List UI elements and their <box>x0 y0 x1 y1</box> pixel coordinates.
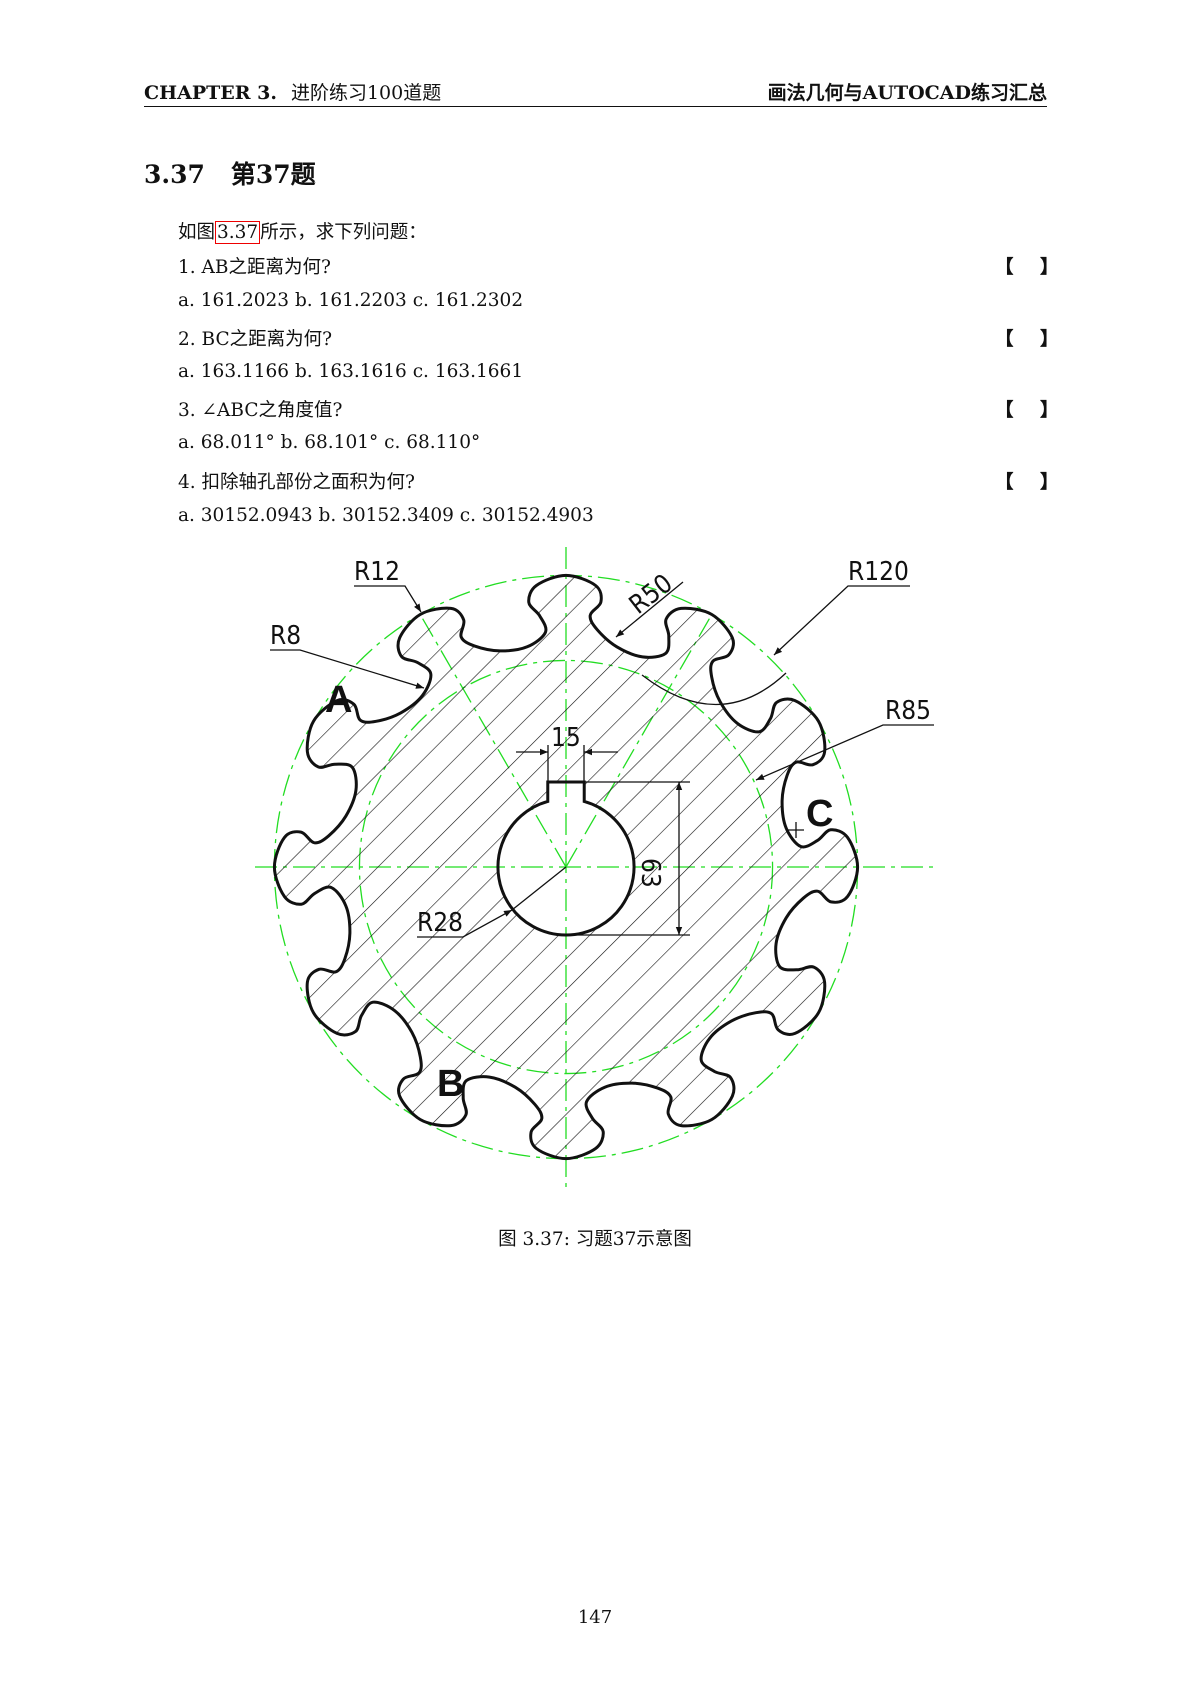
point-label-c: C <box>806 793 833 835</box>
label-r28: R28 <box>417 908 463 938</box>
options-3: a. 68.011° b. 68.101° c. 68.110° <box>178 432 481 453</box>
label-dim-15: 15 <box>551 723 581 753</box>
question-1: 1. AB之距离为何? <box>178 257 331 278</box>
chapter-title: 进阶练习100道题 <box>290 82 442 104</box>
question-4: 4. 扣除轴孔部份之面积为何? <box>178 472 415 493</box>
answer-bracket-2: 【 】 <box>995 329 1069 350</box>
header-rule <box>144 106 1047 107</box>
answer-bracket-4: 【 】 <box>995 472 1069 493</box>
leader-r28-extension <box>511 866 567 911</box>
point-label-b: B <box>437 1063 464 1105</box>
leader-r28 <box>417 909 513 938</box>
gear-outline <box>272 573 860 1161</box>
options-1: a. 161.2023 b. 161.2203 c. 161.2302 <box>178 290 524 311</box>
label-r12: R12 <box>354 557 400 587</box>
leader-r8 <box>270 649 425 689</box>
question-3: 3. ∠ABC之角度值? <box>178 400 343 421</box>
section-title: 第37题 <box>230 160 316 189</box>
point-c-marker <box>788 822 804 838</box>
arc-r50-indicator <box>641 672 787 706</box>
label-r8: R8 <box>270 621 301 651</box>
page-number: 147 <box>577 1607 613 1628</box>
options-4: a. 30152.0943 b. 30152.3409 c. 30152.490… <box>178 505 594 526</box>
leader-r12 <box>354 585 422 613</box>
leader-r85 <box>755 724 934 781</box>
dimensions <box>270 581 934 938</box>
running-header-right: 画法几何与AUTOCAD练习汇总 <box>767 82 1047 104</box>
question-2: 2. BC之距离为何? <box>178 329 333 350</box>
leader-r50 <box>615 581 684 638</box>
label-dim-63: 63 <box>635 858 665 888</box>
options-2: a. 163.1166 b. 163.1616 c. 163.1661 <box>178 361 524 382</box>
chapter-number: CHAPTER 3. <box>144 82 277 104</box>
section-number: 3.37 <box>144 160 205 189</box>
running-header-left: CHAPTER 3. 进阶练习100道题 <box>144 78 441 105</box>
intro-suffix: 所示，求下列问题： <box>260 222 427 243</box>
section-heading: 3.37 第37题 <box>144 155 342 191</box>
answer-bracket-3: 【 】 <box>995 400 1069 421</box>
leader-r120 <box>773 585 910 656</box>
label-r120: R120 <box>848 557 909 587</box>
figure-caption: 图 3.37: 习题37示意图 <box>498 1229 692 1250</box>
point-label-a: A <box>325 679 352 721</box>
label-r85: R85 <box>885 696 931 726</box>
intro-prefix: 如图 <box>178 222 216 243</box>
answer-bracket-1: 【 】 <box>995 257 1069 278</box>
figure-reference-link[interactable]: 3.37 <box>215 221 261 244</box>
